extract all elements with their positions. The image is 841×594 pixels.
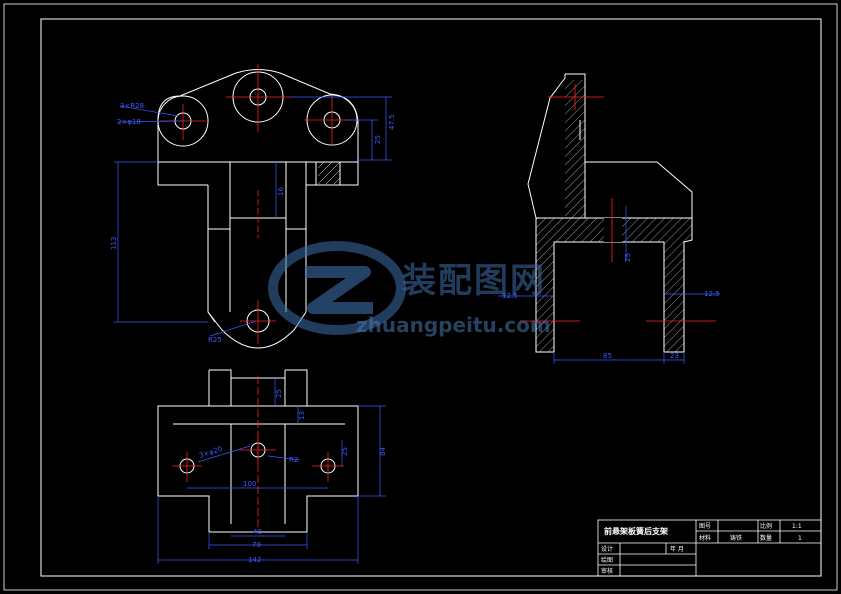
side-dimension-lines [498,206,720,364]
bottom-dim-w-total: 142 [248,556,261,564]
dim-hole-top: 2×φ18 [117,118,141,126]
bottom-dim-w-inner: 40 [253,528,262,536]
title-scale-label: 比例 [760,522,772,530]
title-material-value: 铸铁 [730,534,742,542]
title-qty-value: 1 [798,535,802,542]
side-dim-d2: 12.5 [502,292,518,300]
bottom-dim-small2: 13 [298,411,306,420]
side-slot [604,218,622,242]
bottom-dimension-lines [157,378,386,564]
watermark-en: zhuangpeitu.com [356,313,551,337]
bottom-dim-span: 100 [243,480,256,488]
bottom-centerlines [172,376,344,530]
title-design-label: 设计 [601,545,613,553]
bottom-dim-top-small: 25 [275,389,283,398]
title-scale-value: 1:1 [792,523,802,530]
dim-h-left: 113 [110,237,118,250]
bottom-dim-w-mid: 79 [252,541,261,549]
side-dim-d1: 25 [624,253,632,262]
front-centerlines [160,64,360,344]
title-date-label: 年 月 [670,545,684,553]
side-centerlines [520,84,716,322]
outer-border [3,3,838,591]
bottom-dim-hole: 3×φ20 [198,445,223,460]
side-dim-d3: 12.5 [704,290,720,298]
side-dim-w-bottom: 85 [603,352,612,360]
title-part-name: 前悬架板簧后支架 [604,526,668,536]
title-drawing-no-label: 图号 [699,523,711,530]
title-block [597,519,822,577]
dim-h-right2: 25 [374,135,382,144]
front-dimension-lines [114,96,392,337]
title-qty-label: 数量 [760,534,772,542]
dim-r-bottom: R25 [208,336,222,344]
inner-frame [40,18,822,577]
dim-r-top: 3×R28 [120,102,144,110]
title-material-label: 材料 [699,534,711,542]
dim-h-mid: 16 [277,187,285,196]
title-check-label: 审核 [601,567,613,575]
bottom-dim-r-mid: R2 [289,456,298,464]
bottom-dim-height: 84 [379,447,387,456]
front-view-hatching [317,161,341,185]
watermark-cn: 装配图网 [402,261,546,301]
side-dim-w-bottom2: 23 [670,352,679,360]
title-drafter-label: 绘图 [601,556,613,564]
bottom-dim-small3: 25 [341,447,349,456]
dim-h-right: 47.5 [388,114,396,130]
